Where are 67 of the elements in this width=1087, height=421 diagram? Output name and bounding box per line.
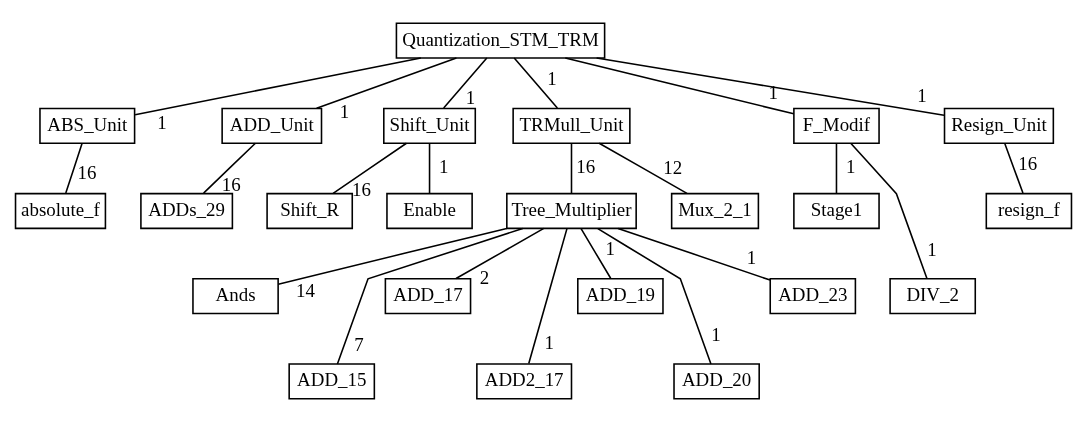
edge-label: 1 [339, 100, 350, 122]
connector [332, 141, 408, 194]
node-box: Tree_Multiplier [506, 192, 637, 229]
edge-label: 1 [927, 238, 937, 260]
connector [570, 141, 573, 194]
node-box: ADD_20 [673, 362, 760, 399]
node-box: ADDs_29 [140, 192, 234, 229]
node-box: DIV_2 [889, 277, 977, 314]
node-box: Mux_2_1 [670, 192, 760, 229]
node-box: Stage1 [793, 192, 880, 229]
edge-label: 16 [221, 173, 241, 195]
edge-label: 1 [605, 237, 615, 259]
node-box: TRMull_Unit [512, 107, 631, 144]
edge-label: 12 [663, 156, 683, 178]
edge-label: 1 [768, 81, 778, 103]
edge-label: 1 [845, 155, 856, 177]
connector [134, 56, 422, 116]
connector [528, 227, 568, 364]
edge-label: 1 [711, 323, 721, 345]
edge-label: 16 [77, 161, 97, 183]
connector [1003, 141, 1024, 194]
edge-label: 16 [576, 155, 596, 177]
connector [850, 142, 928, 280]
node-box: Resign_Unit [943, 107, 1055, 144]
node-box: F_Modif [793, 107, 880, 144]
connector [442, 56, 488, 109]
connector [315, 56, 458, 109]
node-box: ADD2_17 [476, 362, 573, 399]
connector [835, 141, 838, 194]
edge-label: 14 [296, 279, 315, 301]
node-box: ADD_23 [769, 277, 857, 314]
edge-label: 1 [439, 155, 449, 177]
node-box: ADD_17 [384, 277, 472, 314]
edge-label: 1 [544, 331, 554, 353]
node-box: ADD_Unit [221, 107, 323, 144]
connector [455, 227, 545, 279]
connector [598, 141, 688, 194]
node-box: Enable [386, 192, 473, 229]
node-box: Shift_Unit [383, 107, 477, 144]
edge-label: 16 [1018, 152, 1038, 174]
node-box: ADD_19 [577, 277, 664, 314]
edge-label: 1 [746, 246, 757, 268]
connector [336, 227, 524, 365]
connector [513, 56, 559, 109]
node-box: absolute_f [14, 192, 107, 229]
edge-label: 1 [465, 86, 476, 108]
edge-label: 1 [547, 67, 557, 89]
node-box: ABS_Unit [39, 107, 136, 144]
connector [595, 56, 945, 116]
edge-label: 7 [354, 333, 364, 355]
edge-label: 16 [351, 178, 371, 200]
node-box: resign_f [985, 192, 1073, 229]
connector [65, 141, 83, 194]
edge-label: 1 [157, 111, 167, 133]
edge-label: 1 [917, 84, 927, 106]
edge-label: 2 [479, 266, 490, 288]
connector [617, 227, 771, 281]
connector [428, 141, 431, 194]
node-box: Ands [192, 277, 279, 314]
node-box: Quantization_STM_TRM [395, 22, 606, 59]
connector [564, 56, 795, 115]
connector [580, 227, 612, 279]
connector [277, 227, 508, 285]
connector [597, 227, 712, 365]
connector [202, 141, 257, 194]
node-box: Shift_R [266, 192, 354, 229]
node-box: ADD_15 [288, 362, 376, 399]
